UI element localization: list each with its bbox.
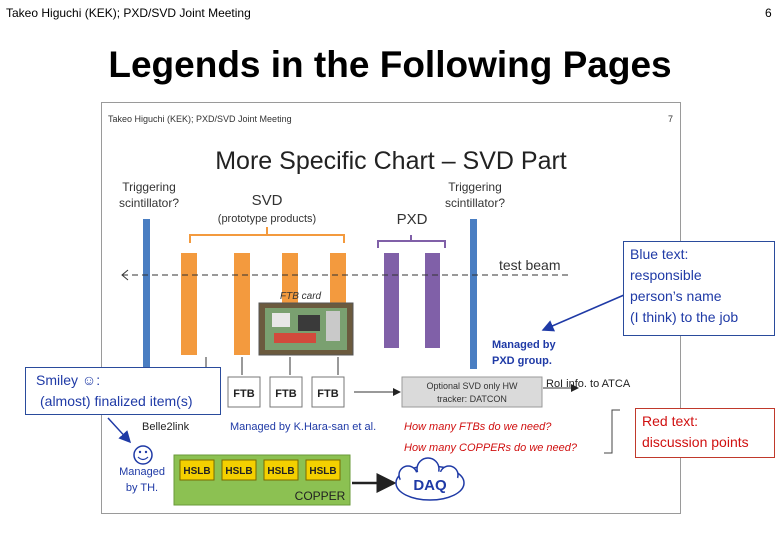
blue-callout-arrow xyxy=(543,295,624,330)
blue-callout-line4: (I think) to the job xyxy=(630,307,768,328)
red-bracket xyxy=(604,410,620,453)
red-callout-line1: Red text: xyxy=(642,411,768,432)
smiley-callout-arrow xyxy=(108,418,130,442)
blue-callout-line2: responsible xyxy=(630,265,768,286)
smiley-callout-line2: (almost) finalized item(s) xyxy=(36,391,214,412)
smiley-callout-line1: Smiley ☺: xyxy=(36,370,214,391)
blue-callout-line3: person’s name xyxy=(630,286,768,307)
blue-text-callout: Blue text: responsible person’s name (I … xyxy=(623,241,775,336)
blue-callout-line1: Blue text: xyxy=(630,244,768,265)
smiley-callout: Smiley ☺: (almost) finalized item(s) xyxy=(25,367,221,415)
red-callout-line2: discussion points xyxy=(642,432,768,453)
red-text-callout: Red text: discussion points xyxy=(635,408,775,458)
